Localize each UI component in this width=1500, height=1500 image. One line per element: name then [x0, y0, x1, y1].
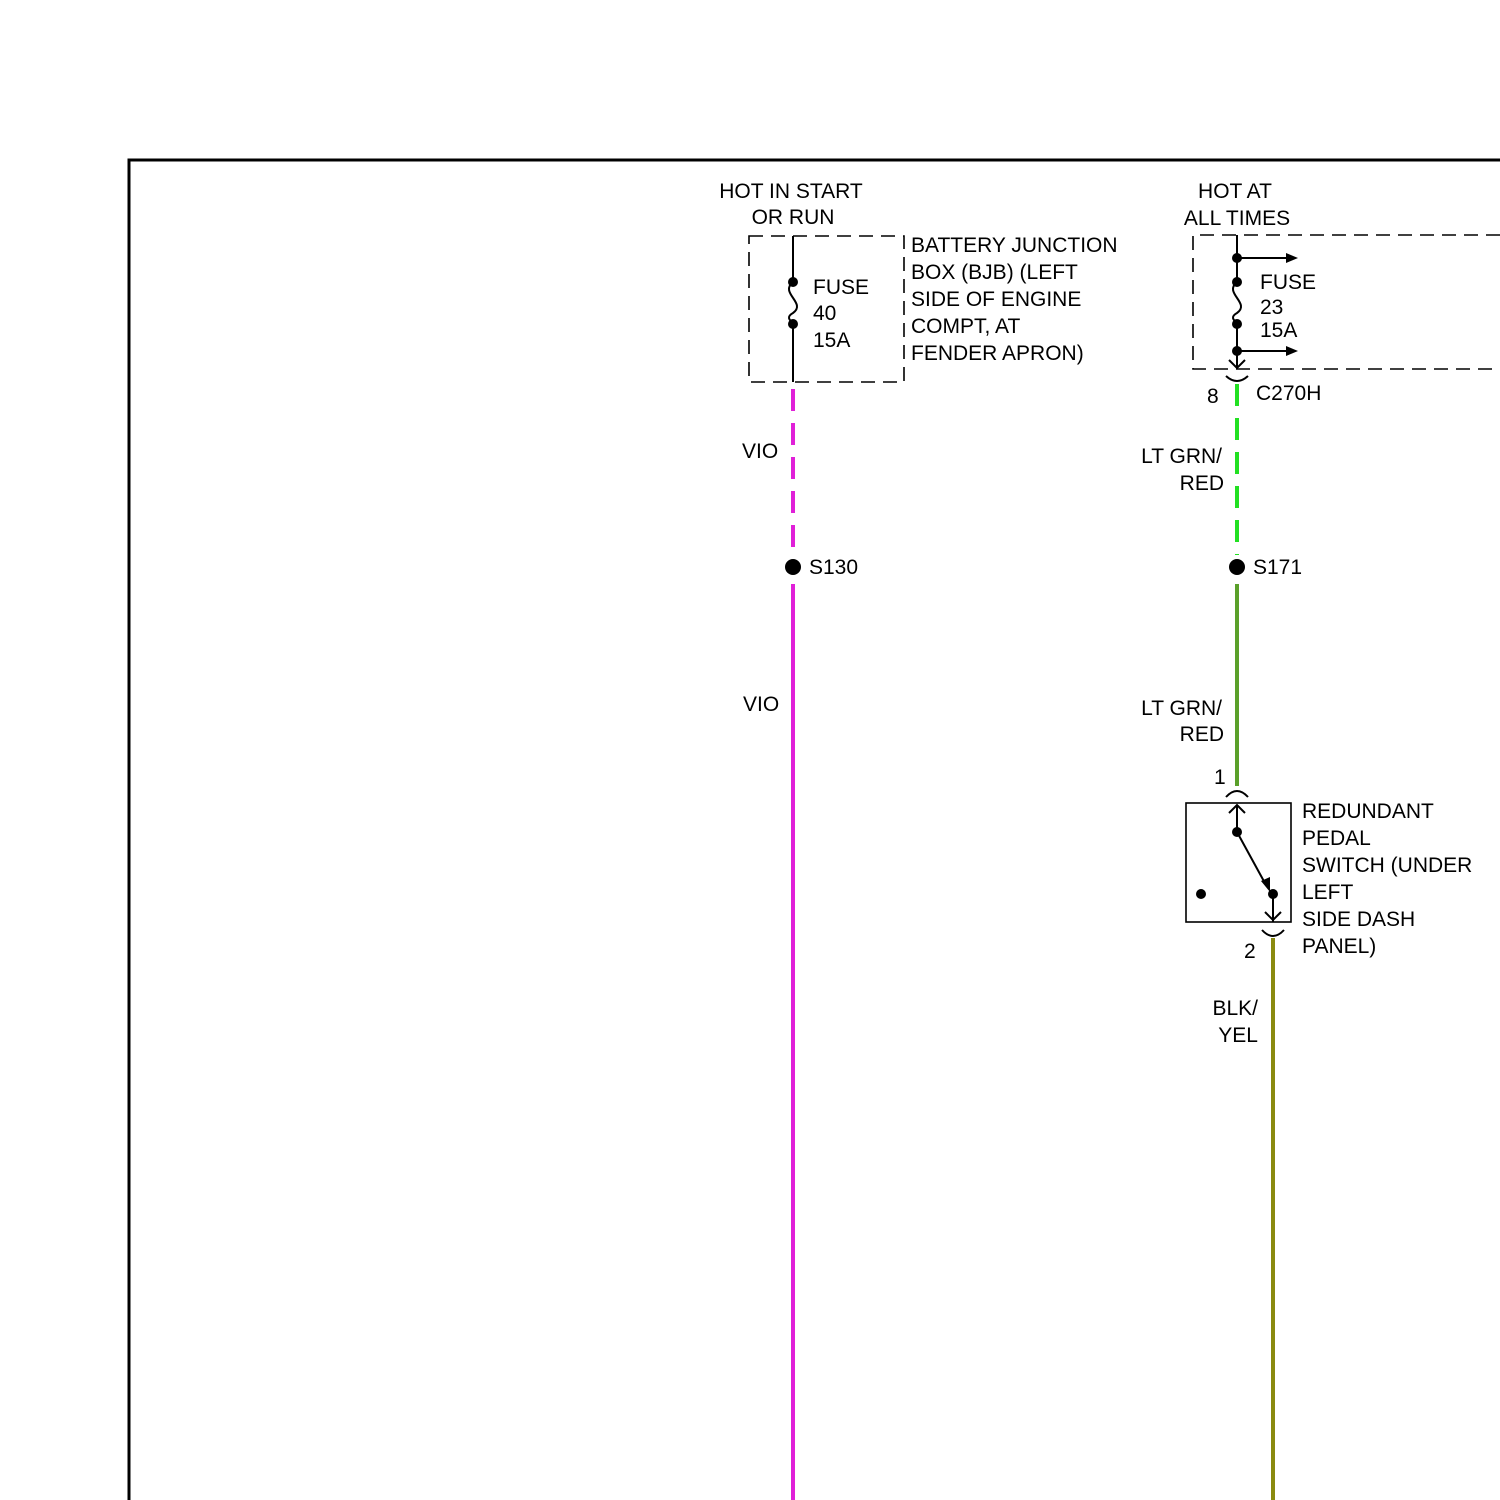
- lt-grn-red-label-upper-1: LT GRN/: [1141, 445, 1222, 468]
- left-power-label-1: HOT IN START: [719, 180, 863, 203]
- right-power-label-2: ALL TIMES: [1184, 207, 1290, 230]
- splice-s171-dot: [1229, 559, 1245, 575]
- left-power-label-2: OR RUN: [752, 206, 835, 229]
- splice-s171-label: S171: [1253, 556, 1302, 579]
- switch-label-6: PANEL): [1302, 935, 1376, 958]
- lt-grn-red-label-middle-2: RED: [1180, 723, 1224, 746]
- fuse-40-element-icon: [789, 282, 797, 324]
- vio-wire-label-lower: VIO: [743, 693, 779, 716]
- diagram-frame: [129, 160, 1500, 1500]
- bjb-label-4: COMPT, AT: [911, 315, 1020, 338]
- connector-c270h-label: C270H: [1256, 382, 1321, 405]
- bjb-label-1: BATTERY JUNCTION: [911, 234, 1118, 257]
- bjb-label-5: FENDER APRON): [911, 342, 1084, 365]
- switch-label-2: PEDAL: [1302, 827, 1371, 850]
- fuse-40-label-3: 15A: [813, 329, 850, 352]
- lt-grn-red-label-middle-1: LT GRN/: [1141, 697, 1222, 720]
- fuse-40-label-2: 40: [813, 302, 836, 325]
- fuse-23-label-2: 23: [1260, 296, 1283, 319]
- fuse-23-label-3: 15A: [1260, 319, 1297, 342]
- switch-blade: [1237, 832, 1266, 885]
- blk-yel-label-1: BLK/: [1212, 997, 1258, 1020]
- switch-pin-2-label: 2: [1244, 940, 1256, 963]
- fuse-23-branch-bottom-arrow-icon: [1286, 346, 1298, 356]
- switch-open-contact: [1196, 889, 1206, 899]
- connector-c270h-female-icon: [1226, 376, 1248, 381]
- switch-pin-1-connector-icon: [1226, 791, 1248, 797]
- right-power-label-1: HOT AT: [1198, 180, 1272, 203]
- bjb-label-2: BOX (BJB) (LEFT: [911, 261, 1078, 284]
- vio-wire-label-upper: VIO: [742, 440, 778, 463]
- splice-s130-dot: [785, 559, 801, 575]
- switch-label-1: REDUNDANT: [1302, 800, 1434, 823]
- switch-label-3: SWITCH (UNDER: [1302, 854, 1472, 877]
- fuse-23-label-1: FUSE: [1260, 271, 1316, 294]
- fuse-23-branch-top-arrow-icon: [1286, 253, 1298, 263]
- switch-label-5: SIDE DASH: [1302, 908, 1415, 931]
- fuse-40-label-1: FUSE: [813, 276, 869, 299]
- connector-c270h-pin: 8: [1207, 385, 1219, 408]
- switch-pin-2-connector-icon: [1262, 930, 1284, 936]
- splice-s130-label: S130: [809, 556, 858, 579]
- switch-label-4: LEFT: [1302, 881, 1354, 904]
- redundant-pedal-switch-box: [1186, 803, 1291, 922]
- blk-yel-label-2: YEL: [1218, 1024, 1258, 1047]
- bjb-label-3: SIDE OF ENGINE: [911, 288, 1081, 311]
- switch-pin-1-label: 1: [1214, 766, 1226, 789]
- fuse-23-element-icon: [1233, 282, 1241, 324]
- lt-grn-red-label-upper-2: RED: [1180, 472, 1224, 495]
